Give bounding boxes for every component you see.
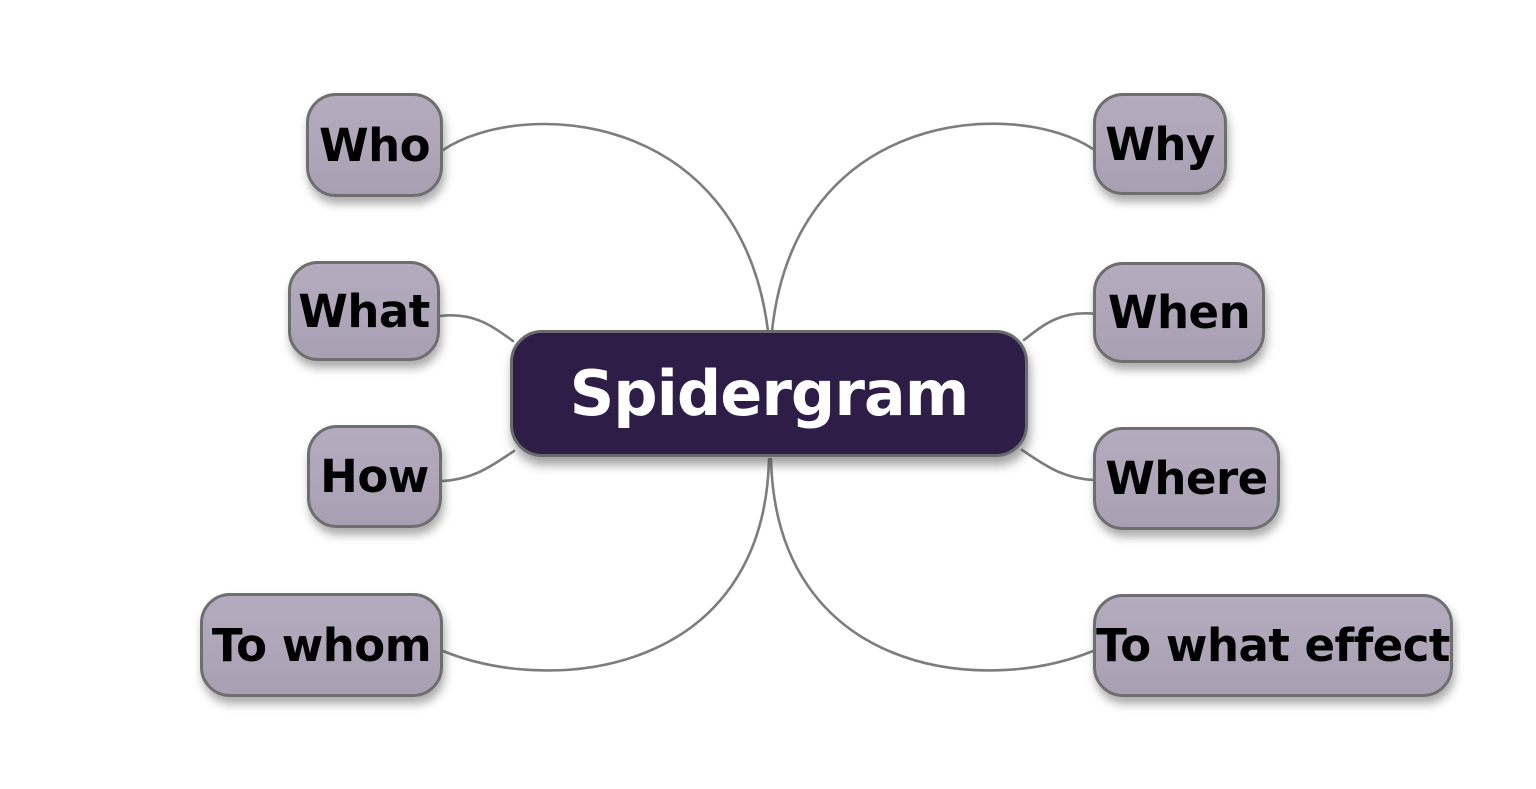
connector-who [441, 122, 770, 333]
center-node-spidergram[interactable]: Spidergram [510, 330, 1028, 457]
node-when-label: When [1107, 286, 1251, 339]
node-who[interactable]: Who [306, 93, 443, 197]
node-why-label: Why [1105, 117, 1215, 171]
node-what[interactable]: What [288, 261, 440, 361]
connector-to-what-effect [769, 457, 1095, 672]
connector-why [770, 122, 1095, 333]
node-where-label: Where [1105, 452, 1268, 505]
connector-how [440, 449, 516, 483]
center-node-label: Spidergram [569, 357, 970, 430]
node-to-whom-label: To whom [211, 618, 432, 672]
node-how-label: How [320, 450, 429, 503]
connector-where [1020, 448, 1096, 482]
node-how[interactable]: How [307, 425, 442, 528]
node-who-label: Who [318, 118, 431, 172]
node-when[interactable]: When [1093, 262, 1265, 363]
node-where[interactable]: Where [1093, 427, 1280, 530]
node-why[interactable]: Why [1093, 93, 1227, 195]
connector-to-whom [441, 457, 771, 672]
node-what-label: What [298, 284, 430, 338]
node-to-what-effect[interactable]: To what effect [1093, 594, 1453, 697]
connector-what [438, 314, 515, 343]
node-to-what-effect-label: To what effect [1096, 619, 1450, 672]
node-to-whom[interactable]: To whom [200, 593, 443, 697]
connector-when [1022, 312, 1098, 342]
